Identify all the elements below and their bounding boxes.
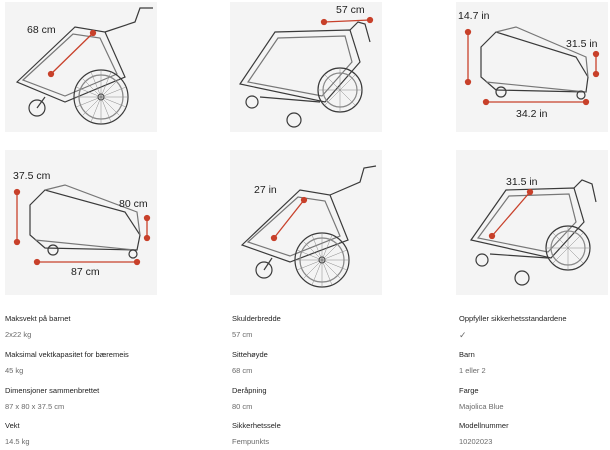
spec-label: Deråpning [232,386,267,395]
stroller-folded-illustration [464,26,600,106]
spec-max-child-weight: Maksvekt på barnet 2x22 kg [5,314,70,340]
product-image-shoulder-width-inches: 31.5 in [456,150,608,295]
spec-safety-standards: Oppfyller sikkerhetsstandardene ✓ [459,314,567,340]
dimension-label: 27 in [254,184,277,196]
spec-label: Maksimal vektkapasitet for bæremeis [5,350,129,359]
spec-children: Barn 1 eller 2 [459,350,486,376]
spec-value: 10202023 [459,437,493,446]
spec-value: 2x22 kg [5,330,32,339]
stroller-front-illustration [469,179,597,286]
product-image-seat-height-inches: 27 in [230,150,382,295]
spec-label: Dimensjoner sammenbrettet [5,386,100,395]
checkmark-icon: ✓ [459,330,467,340]
dimension-label: 87 cm [71,266,100,278]
spec-label: Vekt [5,421,20,430]
stroller-side-illustration [240,165,377,288]
spec-value: 1 eller 2 [459,366,486,375]
dimension-label: 34.2 in [516,108,548,120]
spec-door-opening: Deråpning 80 cm [232,386,267,412]
dimension-label: 37.5 cm [13,170,51,182]
dimension-label: 57 cm [336,4,365,16]
stroller-side-illustration [15,7,153,125]
dimension-label: 14.7 in [458,10,490,22]
spec-model-number: Modellnummer 10202023 [459,421,509,447]
product-image-folded-inches: 14.7 in 31.5 in 34.2 in [456,2,608,132]
dimension-label: 68 cm [27,24,56,36]
dimension-label: 80 cm [119,198,148,210]
spec-label: Sikkerhetssele [232,421,281,430]
spec-value: 87 x 80 x 37.5 cm [5,402,65,411]
spec-color: Farge Majolica Blue [459,386,504,412]
stroller-folded-illustration [13,184,151,266]
spec-label: Farge [459,386,479,395]
spec-label: Sittehøyde [232,350,268,359]
product-image-shoulder-width: 57 cm [230,2,382,132]
spec-seat-height: Sittehøyde 68 cm [232,350,268,376]
spec-label: Modellnummer [459,421,509,430]
spec-max-carrier-capacity: Maksimal vektkapasitet for bæremeis 45 k… [5,350,129,376]
spec-label: Oppfyller sikkerhetsstandardene [459,314,567,323]
spec-value: 45 kg [5,366,24,375]
spec-value: Fempunkts [232,437,270,446]
stroller-front-illustration [239,16,374,128]
spec-harness: Sikkerhetssele Fempunkts [232,421,281,447]
spec-value: Majolica Blue [459,402,504,411]
spec-folded-dimensions: Dimensjoner sammenbrettet 87 x 80 x 37.5… [5,386,99,412]
product-image-seat-height: 68 cm [5,2,157,132]
spec-label: Barn [459,350,475,359]
spec-weight: Vekt 14.5 kg [5,421,30,447]
dimension-label: 31.5 in [506,176,538,188]
dimension-label: 31.5 in [566,38,598,50]
spec-value: 57 cm [232,330,253,339]
spec-value: 80 cm [232,402,253,411]
spec-value: 14.5 kg [5,437,30,446]
spec-label: Maksvekt på barnet [5,314,71,323]
spec-value: 68 cm [232,366,253,375]
spec-label: Skulderbredde [232,314,281,323]
product-image-folded-cm: 37.5 cm 80 cm 87 cm [5,150,157,295]
spec-shoulder-width: Skulderbredde 57 cm [232,314,281,340]
